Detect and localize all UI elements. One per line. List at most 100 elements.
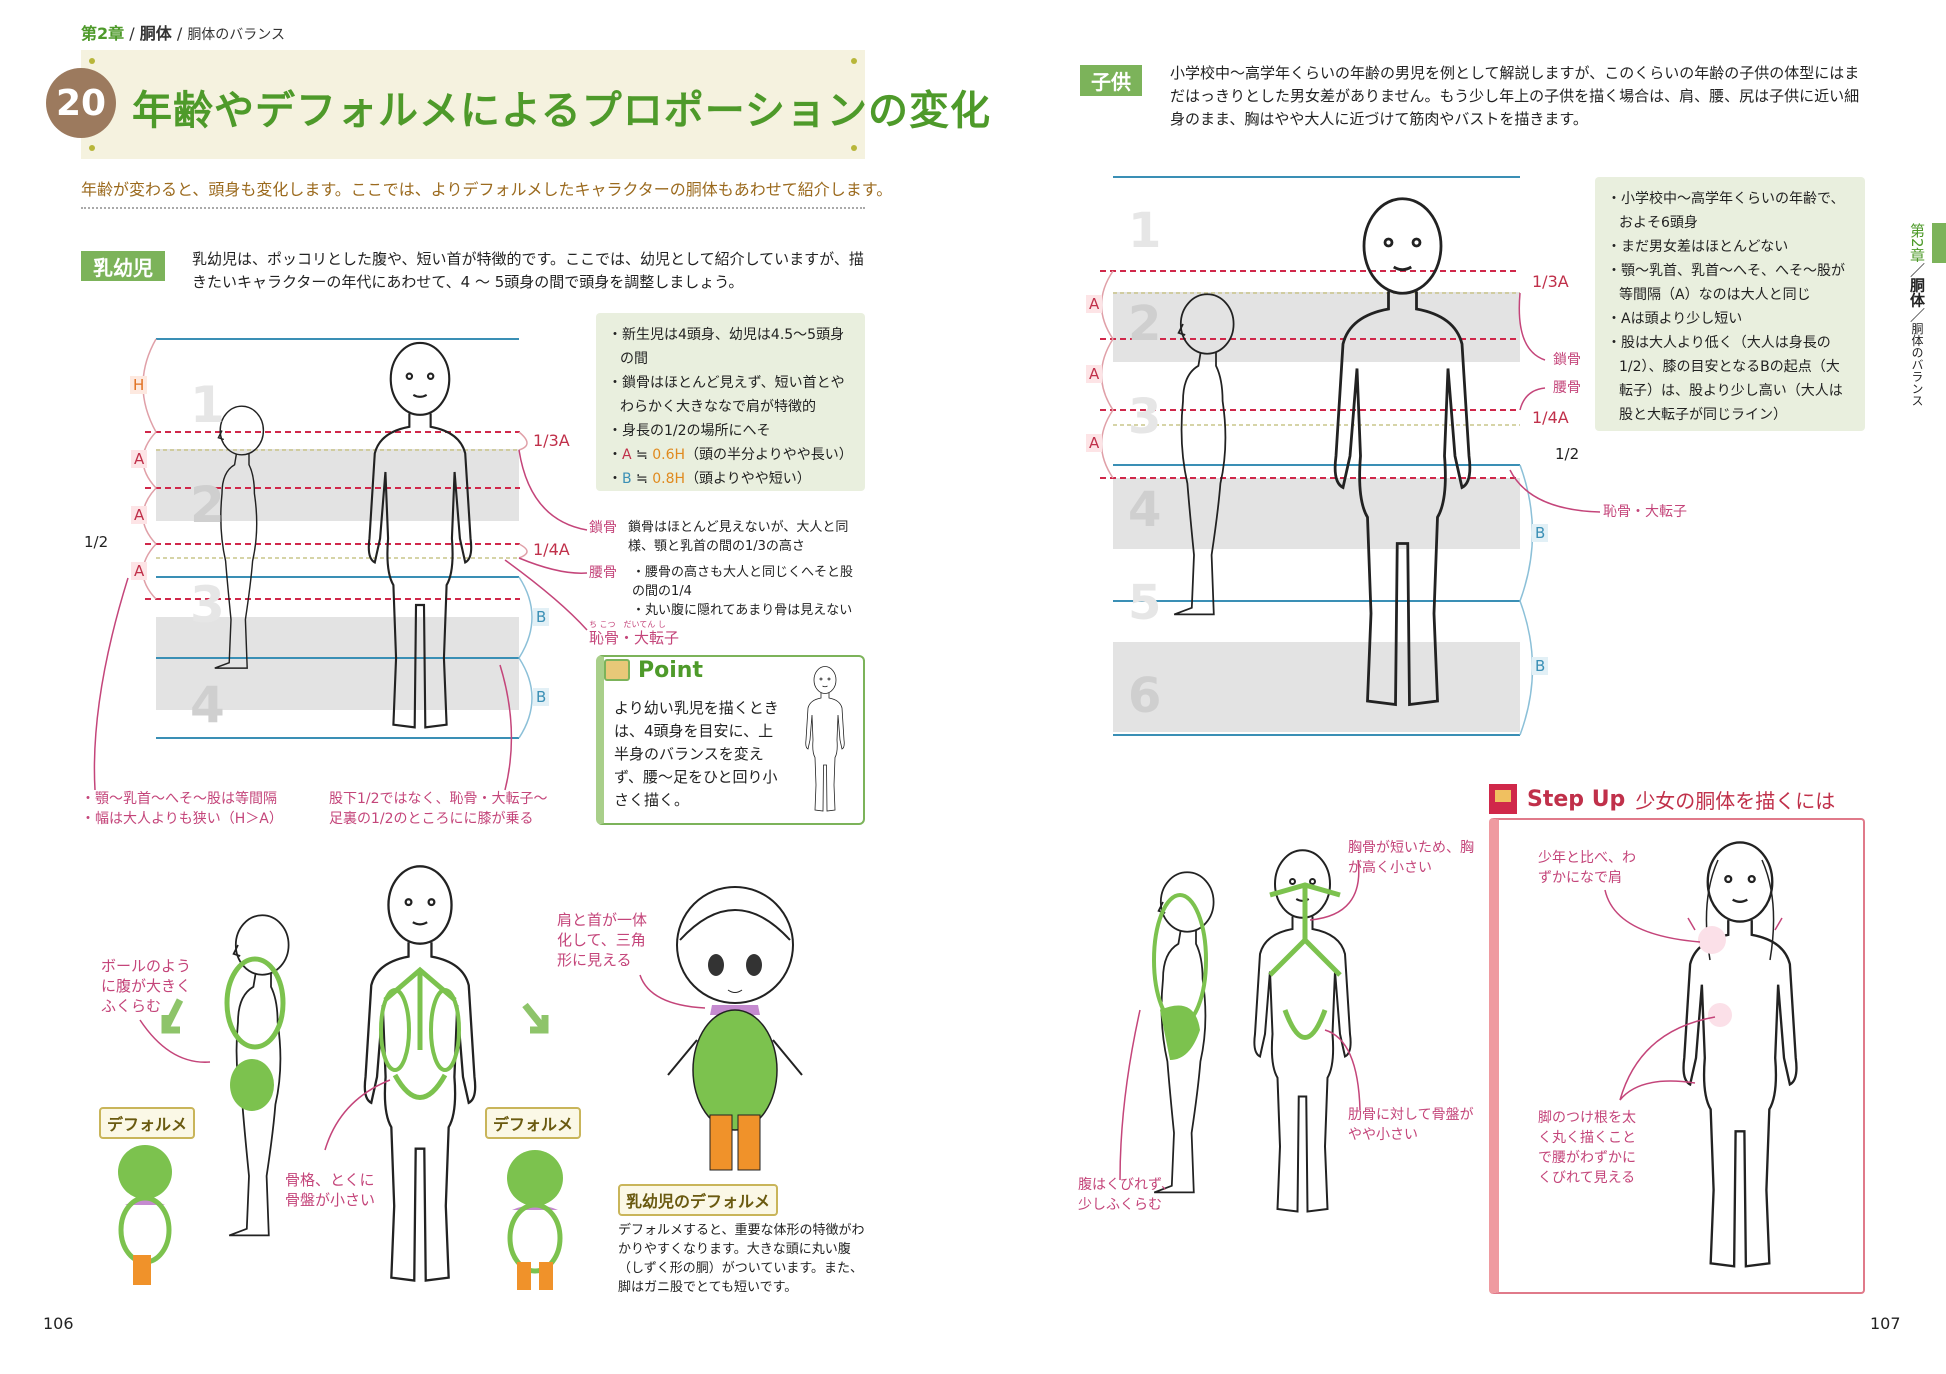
note-item: ・まだ男女差はほとんどない [1607,239,1789,255]
page-number-left: 106 [43,1314,74,1333]
title-banner [81,50,865,159]
stepup-badge: Step Up [1527,786,1626,812]
chibi-figure [667,886,803,1171]
deform-label: デフォルメ [485,1107,582,1139]
infant-deform-title: 乳幼児のデフォルメ [618,1184,779,1216]
hip-text-1: ・腰骨の高さも大人と同じくへそと股の間の1/4 [632,565,854,599]
chest-note: 胸骨が短いため、胸が高く小さい [1348,840,1474,876]
point-title: Point [638,657,703,683]
head-band-4 [156,617,519,710]
label-half: 1/2 [1555,445,1580,463]
flag-icon [1489,784,1517,814]
page-number-right: 107 [1870,1314,1901,1333]
infant-notes-box: ・新生児は4頭身、幼児は4.5〜5頭身の間 ・鎖骨はほとんど見えず、短い首とやわ… [596,313,865,491]
head-number: 2 [190,476,225,534]
deform-shape-left [118,1145,172,1285]
label-B: B [533,688,550,706]
head-band-6 [1113,642,1520,732]
belly-note: ボールのように腹が大きくふくらむ [101,957,192,1015]
head-number: 4 [1128,482,1162,538]
child-pelvis-note: 肋骨に対して骨盤がやや小さい [1348,1107,1474,1143]
head-number: 1 [1128,203,1162,259]
hip-label: 腰骨 [1553,380,1581,396]
note-item: ・B ≒ 0.8H（頭よりやや短い） [608,471,811,487]
label-A: A [1086,434,1103,452]
dotted-divider [81,207,865,209]
stepup-note-shoulder: 少年と比べ、わずかになで肩 [1538,850,1636,886]
pubis-label: 恥骨・大転子 [589,629,680,647]
child-intro: 小学校中〜高学年くらいの年齢の男児を例として解説しますが、このくらいの年齢の子供… [1170,64,1860,128]
label-H: H [130,376,148,394]
note-item: ・鎖骨はほとんど見えず、短い首とやわらかく大きななで肩が特徴的 [608,375,845,415]
pubis-ruby: ち こつ だいてん し [589,620,666,629]
label-A: A [131,450,148,468]
infant-bottom-note-left: ・顎〜乳首〜へそ〜股は等間隔・幅は大人よりも狭い（H＞A） [81,791,283,827]
chapter-tab-marker [1932,223,1946,263]
head-number: 6 [1128,668,1162,724]
pubis-label: 恥骨・大転子 [1603,504,1687,520]
label-quarter-a: 1/4A [533,540,570,559]
infant-intro: 乳幼児は、ポッコリとした腹や、短い首が特徴的です。ここでは、幼児として紹介してい… [192,250,864,291]
breadcrumb-section: 胴体 [139,24,172,43]
head-number: 5 [1128,575,1162,631]
stepup-header: Step Up 少女の胴体を描くには [1489,784,1835,814]
hip-label: 腰骨 [589,565,617,581]
label-B: B [1532,657,1549,675]
breadcrumb: 第2章 / 胴体 / 胴体のバランス [81,20,285,44]
label-A: A [1086,295,1103,313]
infant-bottom-note-right: 股下1/2ではなく、恥骨・大転子〜足裏の1/2のところにに膝が乗る [329,791,548,827]
head-count-numbers: 1 2 3 4 5 6 [1128,185,1161,743]
pelvis-note: 骨格、とくに骨盤が小さい [285,1171,376,1209]
note-item: ・Aは頭より少し短い [1607,311,1743,327]
page-subtitle: 年齢が変わると、頭身も変化します。ここでは、よりデフォルメしたキャラクターの胴体… [81,180,893,199]
note-item: ・股は大人より低く（大人は身長の1/2）、膝の目安となるBの起点（大転子）は、股… [1607,335,1843,423]
child-notes-box: ・小学校中〜高学年くらいの年齢で、およそ6頭身 ・まだ男女差はほとんどない ・顎… [1595,177,1865,431]
note-item: ・新生児は4頭身、幼児は4.5〜5頭身の間 [608,327,845,367]
page-title: 年齢やデフォルメによるプロポーションの変化 [132,88,991,134]
point-text: より幼い乳児を描くときは、4頭身を目安に、上半身のバランスを変えず、腰〜足をひと… [614,699,779,809]
speech-note-icon [604,659,630,681]
deform-label: デフォルメ [99,1107,196,1139]
section-number-badge: 20 [46,68,116,138]
infant-section-label: 乳幼児 [81,251,165,281]
hip-text: ・腰骨の高さも大人と同じくへそと股の間の1/4 ・丸い腹に隠れてあまり骨は見えな… [632,563,865,620]
clavicle-label: 鎖骨 [589,520,617,536]
head-number: 3 [190,576,225,634]
breadcrumb-chapter: 第2章 [81,24,125,43]
label-third-a: 1/3A [533,431,570,450]
label-B: B [533,608,550,626]
shoulder-note: 肩と首が一体化して、三角形に見える [557,911,648,969]
clavicle-text: 鎖骨はほとんど見えないが、大人と同様、顎と乳首の間の1/3の高さ [628,520,849,554]
head-count-numbers: 1 2 3 4 [190,355,225,755]
hip-text-2: ・丸い腹に隠れてあまり骨は見えない [632,603,853,618]
label-quarter-a: 1/4A [1532,408,1569,427]
note-item: ・A ≒ 0.6H（頭の半分よりやや長い） [608,447,853,463]
note-item: ・顎〜乳首、乳首〜へそ、へそ〜股が等間隔（A）なのは大人と同じ [1607,263,1845,303]
breadcrumb-page: 胴体のバランス [187,27,286,43]
side-chapter-index: 第2章／胴体／胴体のバランス [1908,223,1926,407]
stepup-box [1489,818,1865,1294]
infant-deform-text: デフォルメすると、重要な体形の特徴がわかりやすくなります。大きな頭に丸い腹（しず… [618,1223,865,1295]
label-A: A [1086,365,1103,383]
head-number: 4 [190,676,225,734]
point-box [596,655,865,825]
breadcrumb-separator: / [176,24,183,43]
note-item: ・小学校中〜高学年くらいの年齢で、およそ6頭身 [1607,191,1845,231]
note-item: ・身長の1/2の場所にへそ [608,423,771,439]
label-B: B [1532,524,1549,542]
girl-figure [1682,841,1798,1268]
clavicle-label: 鎖骨 [1553,352,1581,368]
stepup-note-waist: 脚のつけ根を太く丸く描くことで腰がわずかにくびれて見える [1538,1110,1636,1186]
child-section-label: 子供 [1080,65,1142,96]
head-number: 3 [1128,389,1162,445]
label-A: A [131,506,148,524]
head-number: 2 [1128,296,1162,352]
head-number: 1 [190,376,225,434]
head-band-4 [1113,478,1520,549]
deform-shape-right [507,1150,563,1290]
